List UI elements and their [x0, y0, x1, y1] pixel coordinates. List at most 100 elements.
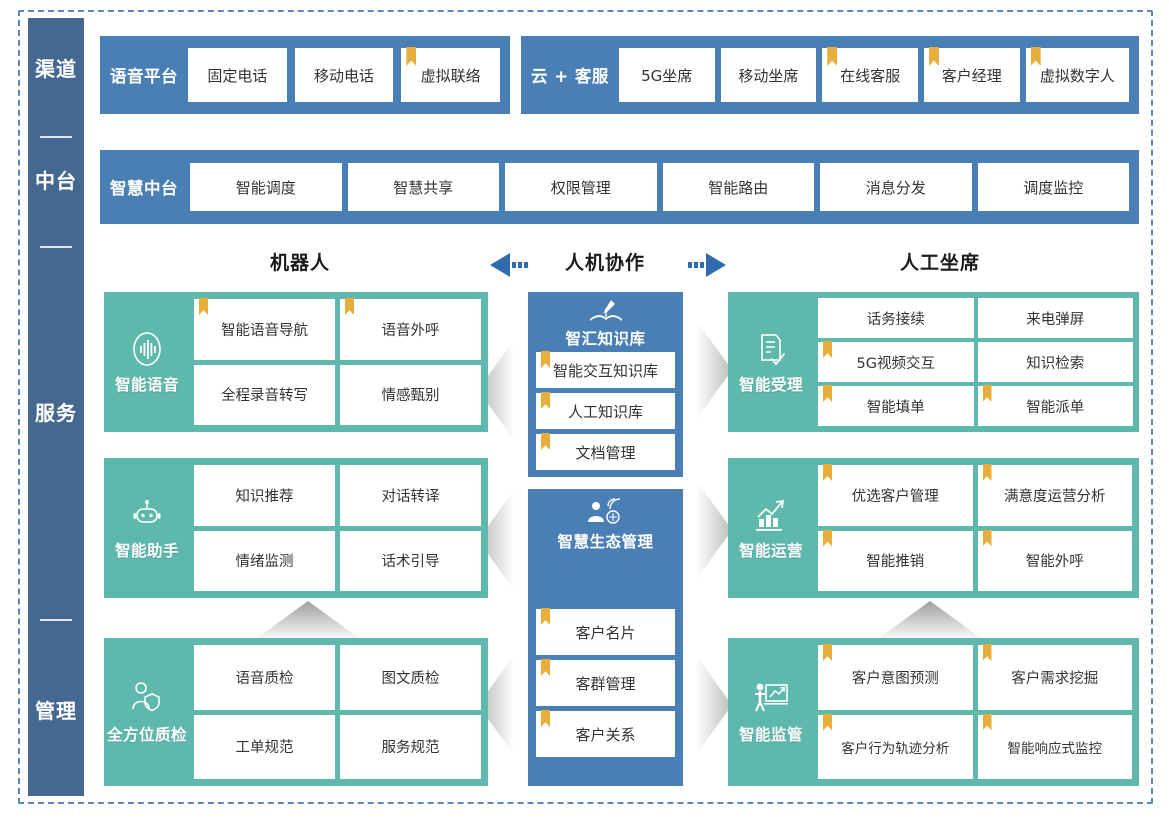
tile-call-connection[interactable]: 话务接续	[818, 298, 974, 338]
channel-item-mobile-seat[interactable]: 移动坐席	[720, 48, 817, 102]
channel-item-label: 虚拟数字人	[1039, 66, 1115, 85]
bookmark-icon	[823, 385, 832, 402]
tile-label: 客户需求挖掘	[1011, 670, 1099, 687]
person-shield-icon	[125, 679, 169, 719]
midplatform-item-sharing[interactable]: 智慧共享	[347, 163, 499, 211]
tile-knowledge-recommendation[interactable]: 知识推荐	[194, 465, 335, 526]
bookmark-icon	[823, 529, 832, 547]
tile-dialogue-translation[interactable]: 对话转译	[340, 465, 481, 526]
tile-smart-outbound-call[interactable]: 智能外呼	[977, 529, 1132, 591]
tile-work-order-standard[interactable]: 工单规范	[194, 714, 335, 779]
tile-customer-demand-mining[interactable]: 客户需求挖掘	[977, 644, 1132, 710]
panel-intelligent-voice-tiles: 智能语音导航 语音外呼 全程录音转写 情感甄别	[194, 298, 481, 425]
diagram-outer-frame	[18, 10, 1153, 804]
midplatform-item-routing[interactable]: 智能路由	[662, 163, 814, 211]
midplatform-item-label: 调度监控	[1023, 178, 1084, 197]
midplatform-title: 智慧中台	[110, 179, 178, 198]
rail-label-channel: 渠道	[35, 57, 77, 81]
midplatform-item-scheduling[interactable]: 智能调度	[190, 163, 342, 211]
tile-emotion-monitoring[interactable]: 情绪监测	[194, 530, 335, 591]
bookmark-icon	[541, 351, 550, 368]
channel-item-label: 固定电话	[207, 66, 268, 85]
row-document-management[interactable]: 文档管理	[536, 433, 675, 470]
rail-label-management: 管理	[35, 699, 77, 723]
tile-label: 来电弹屏	[1026, 311, 1085, 328]
column-header-robot: 机器人	[269, 252, 330, 274]
row-customer-relationship[interactable]: 客户关系	[536, 710, 675, 757]
tile-service-standard[interactable]: 服务规范	[340, 714, 481, 779]
tile-incoming-call-popup[interactable]: 来电弹屏	[977, 298, 1133, 338]
bookmark-icon	[406, 47, 417, 66]
panel-intelligent-assistant-title: 智能助手	[114, 542, 179, 560]
tile-full-recording-transcription[interactable]: 全程录音转写	[194, 364, 335, 425]
tile-customer-behavior-trajectory-analysis[interactable]: 客户行为轨迹分析	[818, 713, 973, 779]
bookmark-icon	[345, 298, 354, 315]
panel-knowledge-base-head: 智汇知识库	[536, 297, 675, 348]
tile-emotion-discrimination[interactable]: 情感甄别	[340, 364, 481, 425]
tile-satisfaction-operation-analysis[interactable]: 满意度运营分析	[977, 464, 1132, 526]
left-category-rail: 渠道 中台 服务 管理	[28, 18, 84, 796]
arrow-left-icon	[490, 253, 528, 277]
panel-intelligent-supervision-side: 智能监管	[728, 638, 814, 786]
chevron-left-voice	[478, 340, 514, 440]
panel-intelligent-operations: 智能运营 优选客户管理 满意度运营分析 智能推销 智能外呼	[728, 458, 1139, 598]
rail-label-midplatform: 中台	[35, 169, 77, 193]
midplatform-item-label: 权限管理	[550, 178, 611, 197]
midplatform-item-permissions[interactable]: 权限管理	[505, 163, 657, 211]
rail-divider-3	[40, 619, 72, 621]
person-signal-icon	[584, 498, 628, 528]
channel-item-virtual-contact[interactable]: 虚拟联络	[401, 47, 501, 102]
tile-label: 图文质检	[381, 670, 440, 687]
channel-item-mobile-phone[interactable]: 移动电话	[294, 48, 394, 102]
channel-item-virtual-human[interactable]: 虚拟数字人	[1025, 47, 1129, 102]
tile-smart-marketing[interactable]: 智能推销	[818, 529, 973, 591]
midplatform-item-dispatch-monitor[interactable]: 调度监控	[977, 163, 1129, 211]
channel-item-fixed-phone[interactable]: 固定电话	[188, 48, 287, 102]
bookmark-icon	[541, 392, 550, 409]
tile-5g-video-interaction[interactable]: 5G视频交互	[818, 341, 974, 382]
row-interactive-knowledge-base[interactable]: 智能交互知识库	[536, 351, 675, 388]
row-customer-group-management[interactable]: 客群管理	[536, 659, 675, 706]
panel-intelligent-assistant-tiles: 知识推荐 对话转译 情绪监测 话术引导	[194, 465, 481, 591]
chevron-right-supervision	[696, 655, 732, 755]
panel-full-quality-inspection: 全方位质检 语音质检 图文质检 工单规范 服务规范	[104, 638, 488, 786]
channel-item-online-service[interactable]: 在线客服	[822, 47, 918, 102]
midplatform-item-label: 智能路由	[708, 178, 769, 197]
tile-voice-outbound[interactable]: 语音外呼	[340, 298, 481, 360]
row-label: 客户名片	[575, 623, 636, 642]
tile-knowledge-retrieval[interactable]: 知识检索	[977, 342, 1133, 382]
rail-divider-2	[40, 246, 72, 248]
panel-intelligent-supervision-tiles: 客户意图预测 客户需求挖掘 客户行为轨迹分析 智能响应式监控	[818, 644, 1132, 779]
channel-item-label: 客户经理	[941, 66, 1002, 85]
panel-intelligent-supervision: 智能监管 客户意图预测 客户需求挖掘 客户行为轨迹分析 智能响应式监控	[728, 638, 1139, 786]
channel-voice-cells: 固定电话 移动电话 虚拟联络	[188, 47, 501, 102]
tile-preferred-customer-management[interactable]: 优选客户管理	[818, 464, 973, 526]
midplatform-item-label: 智能调度	[235, 178, 296, 197]
tile-voice-quality-check[interactable]: 语音质检	[194, 645, 335, 710]
midplatform-item-message-dispatch[interactable]: 消息分发	[820, 163, 972, 211]
panel-full-quality-inspection-title: 全方位质检	[106, 726, 187, 744]
tile-smart-dispatch[interactable]: 智能派单	[977, 385, 1133, 426]
tile-smart-responsive-monitoring[interactable]: 智能响应式监控	[977, 713, 1132, 779]
channel-item-5g-seat[interactable]: 5G坐席	[618, 48, 715, 102]
tile-smart-form-filling[interactable]: 智能填单	[818, 385, 974, 426]
channel-item-account-manager[interactable]: 客户经理	[923, 47, 1020, 102]
robot-icon	[127, 495, 167, 535]
tile-label: 满意度运营分析	[1004, 488, 1106, 505]
tile-script-guidance[interactable]: 话术引导	[340, 530, 481, 591]
tile-text-image-quality-check[interactable]: 图文质检	[340, 645, 481, 710]
bookmark-icon	[982, 464, 992, 481]
tile-label: 语音外呼	[381, 322, 440, 339]
tile-label: 智能响应式监控	[1007, 740, 1103, 757]
channel-group-cloud-service-title: 云 + 客服	[531, 67, 609, 86]
tile-customer-intent-prediction[interactable]: 客户意图预测	[818, 644, 973, 710]
chevron-left-assistant	[478, 490, 514, 590]
tile-smart-voice-navigation[interactable]: 智能语音导航	[194, 298, 335, 360]
midplatform-item-label: 智慧共享	[393, 178, 454, 197]
row-manual-knowledge-base[interactable]: 人工知识库	[536, 392, 675, 429]
book-pen-icon	[586, 297, 626, 325]
bookmark-icon	[982, 713, 992, 731]
tile-label: 情感甄别	[381, 388, 440, 405]
panel-knowledge-base-rows: 智能交互知识库 人工知识库 文档管理	[536, 351, 675, 470]
row-customer-profile[interactable]: 客户名片	[536, 608, 675, 655]
